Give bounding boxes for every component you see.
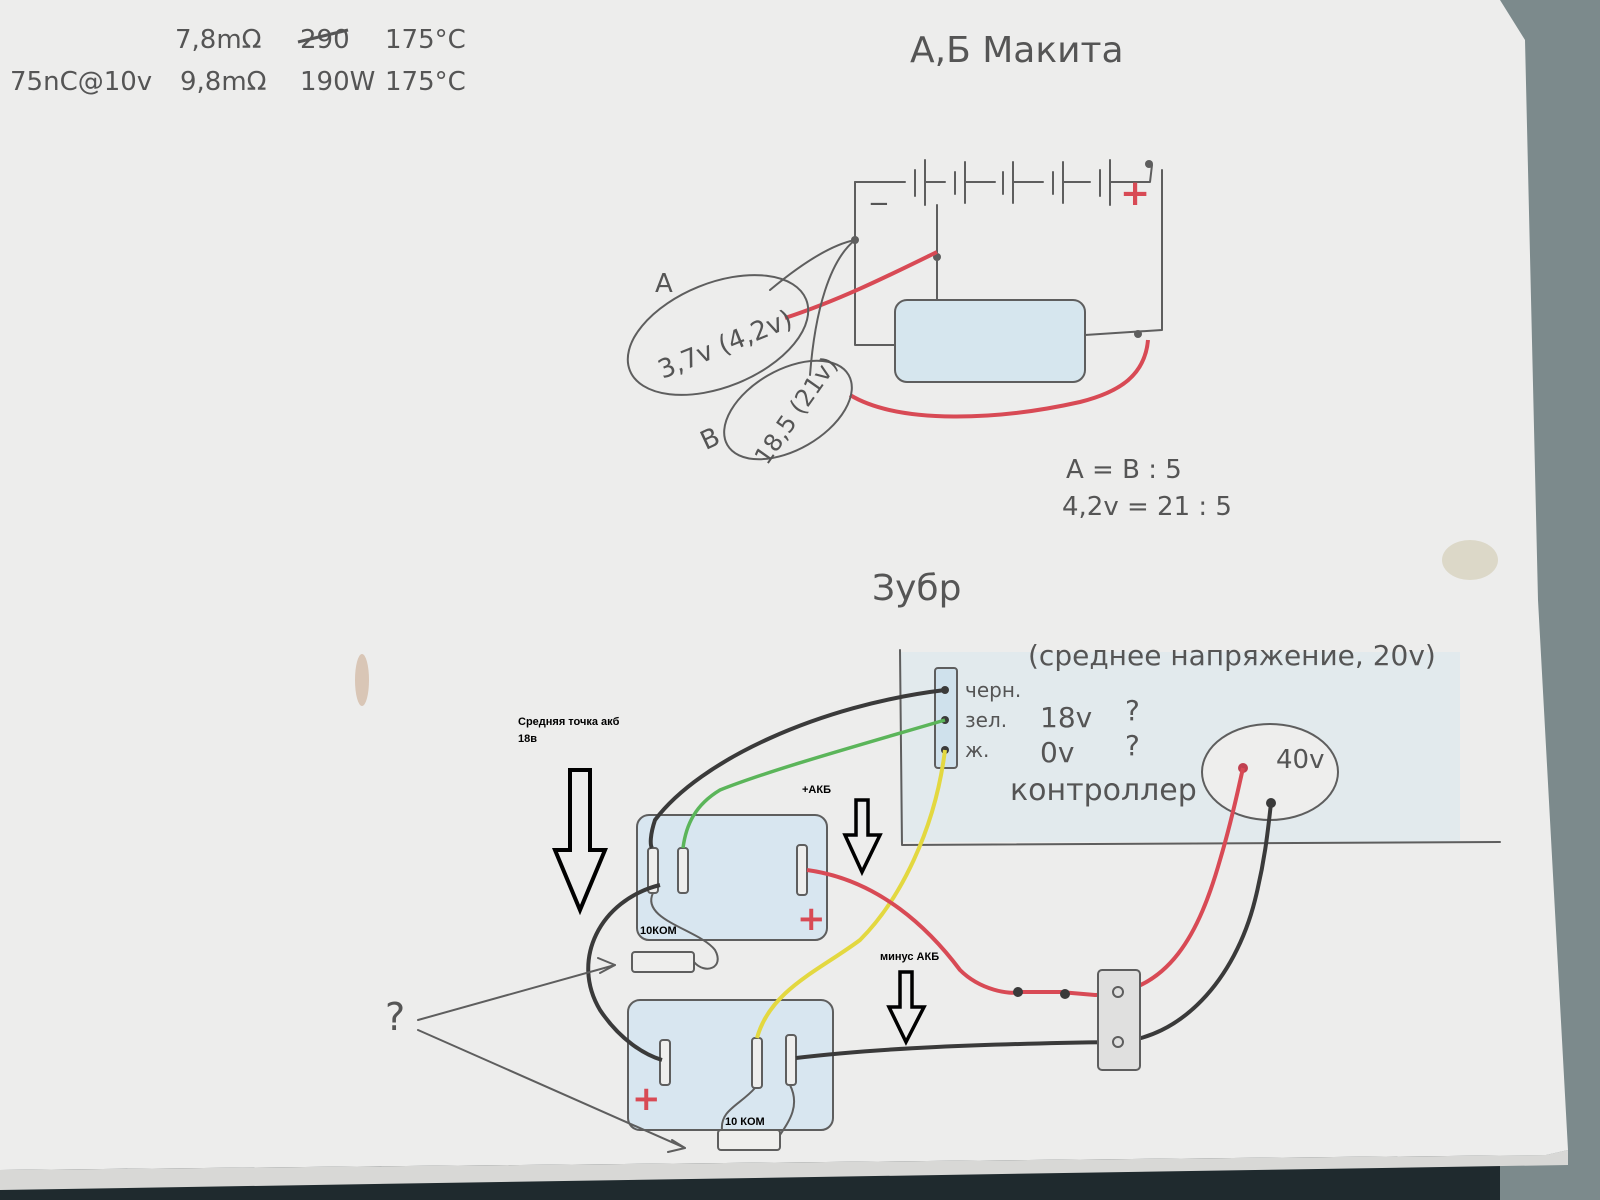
red-wire-main: [806, 767, 1245, 998]
node-right: [1134, 330, 1142, 338]
plus-akb-label: +АКБ: [802, 784, 831, 796]
terminal-bottom-1: [659, 1039, 671, 1086]
label-a: А: [655, 269, 673, 299]
label-black-wire: черн.: [965, 678, 1021, 702]
paper-sheet: [0, 0, 1568, 1170]
tape-mark: [1442, 540, 1498, 580]
question-arrowheads: [597, 957, 686, 1153]
minus-akb-label: минус АКБ: [880, 951, 939, 963]
zubr-diagram: Зубр (среднее напряжение, 20v) черн. зел…: [385, 568, 1501, 1153]
red-wire-b: [848, 339, 1150, 419]
plus-bottom: +: [632, 1079, 661, 1119]
resistor-top-leads: [650, 892, 719, 970]
midpoint-label-2: 18в: [518, 733, 537, 745]
spec-rdson-1: 7,8mΩ: [175, 25, 262, 55]
voltage-40v: 40v: [1276, 745, 1324, 775]
label-green-wire: зел.: [965, 708, 1007, 732]
paper-edge: [0, 1150, 1568, 1190]
question-green: ?: [1125, 694, 1140, 727]
resistor-top: [631, 951, 695, 973]
voltage-green: 18v: [1040, 701, 1092, 734]
black-wire-main: [795, 802, 1273, 1060]
ratio-line-2: 4,2v = 21 : 5: [1062, 492, 1232, 522]
terminal-bottom-2: [751, 1037, 763, 1089]
red-wire-node-1: [1013, 987, 1023, 997]
ratio-line-1: A = B : 5: [1066, 455, 1182, 485]
controller-outline: [899, 649, 1501, 846]
battery-cell-series: [854, 159, 1153, 206]
terminal-bottom-3: [785, 1034, 797, 1086]
resistor-top-label: 10КОМ: [640, 925, 677, 937]
typed-annotations: Средняя точка акб 18в +АКБ минус АКБ 10К…: [518, 716, 939, 1128]
stain: [355, 654, 369, 706]
question-mark-left: ?: [385, 995, 405, 1039]
makita-title: А,Б Макита: [910, 30, 1124, 71]
arrow-minus-akb: [886, 970, 927, 1046]
battery-plus-node: [1145, 160, 1153, 168]
switch-block: [1097, 969, 1141, 1071]
bubble-b: [723, 359, 853, 461]
zubr-title: Зубр: [872, 568, 961, 609]
spec-temp-2: 175°C: [385, 67, 466, 97]
makita-plus: +: [1120, 173, 1150, 214]
wire-a-to-node: [769, 239, 856, 291]
resistor-bottom: [717, 1129, 781, 1151]
terminal-top-2: [677, 847, 689, 894]
switch-pin-1: [1112, 986, 1124, 998]
spec-notes: 7,8mΩ 290 175°C 75nC@10v 9,8mΩ 190W 175°…: [10, 25, 466, 97]
yellow-wire: [755, 749, 947, 1039]
wire-b-to-node: [809, 239, 856, 376]
black-wire-midpoint: [586, 883, 663, 1062]
spec-gate-charge: 75nC@10v: [10, 67, 152, 97]
resistor-bottom-label: 10 КОМ: [725, 1116, 765, 1128]
controller-label: контроллер: [1010, 773, 1197, 808]
question-yellow: ?: [1125, 729, 1140, 762]
bubble-a: [626, 274, 810, 396]
spec-rdson-2: 9,8mΩ: [180, 67, 267, 97]
question-pointer-lines: [417, 964, 686, 1149]
plus-top: +: [797, 899, 826, 939]
terminal-top-plus: [796, 844, 808, 896]
controller-note: (среднее напряжение, 20v): [1028, 639, 1436, 672]
spec-power-2: 190W: [300, 67, 375, 97]
makita-minus: −: [868, 189, 890, 219]
strike-line: [297, 28, 349, 44]
green-wire: [681, 718, 946, 849]
red-wire-node-2: [1060, 989, 1070, 999]
frame-right-wire: [1084, 169, 1163, 336]
spec-temp-1: 175°C: [385, 25, 466, 55]
controller-tint: [900, 652, 1460, 842]
voltage-yellow: 0v: [1040, 736, 1074, 769]
midpoint-label-1: Средняя точка акб: [518, 716, 620, 728]
switch-pin-2: [1112, 1036, 1124, 1048]
label-yellow-wire: ж.: [965, 738, 989, 762]
makita-board: [894, 299, 1086, 383]
red-wire-a: [784, 250, 938, 320]
black-wire-controller: [648, 688, 946, 850]
arrow-plus-akb: [842, 798, 883, 877]
resistor-bottom-leads: [720, 1084, 796, 1136]
arrow-midpoint: [552, 768, 608, 916]
